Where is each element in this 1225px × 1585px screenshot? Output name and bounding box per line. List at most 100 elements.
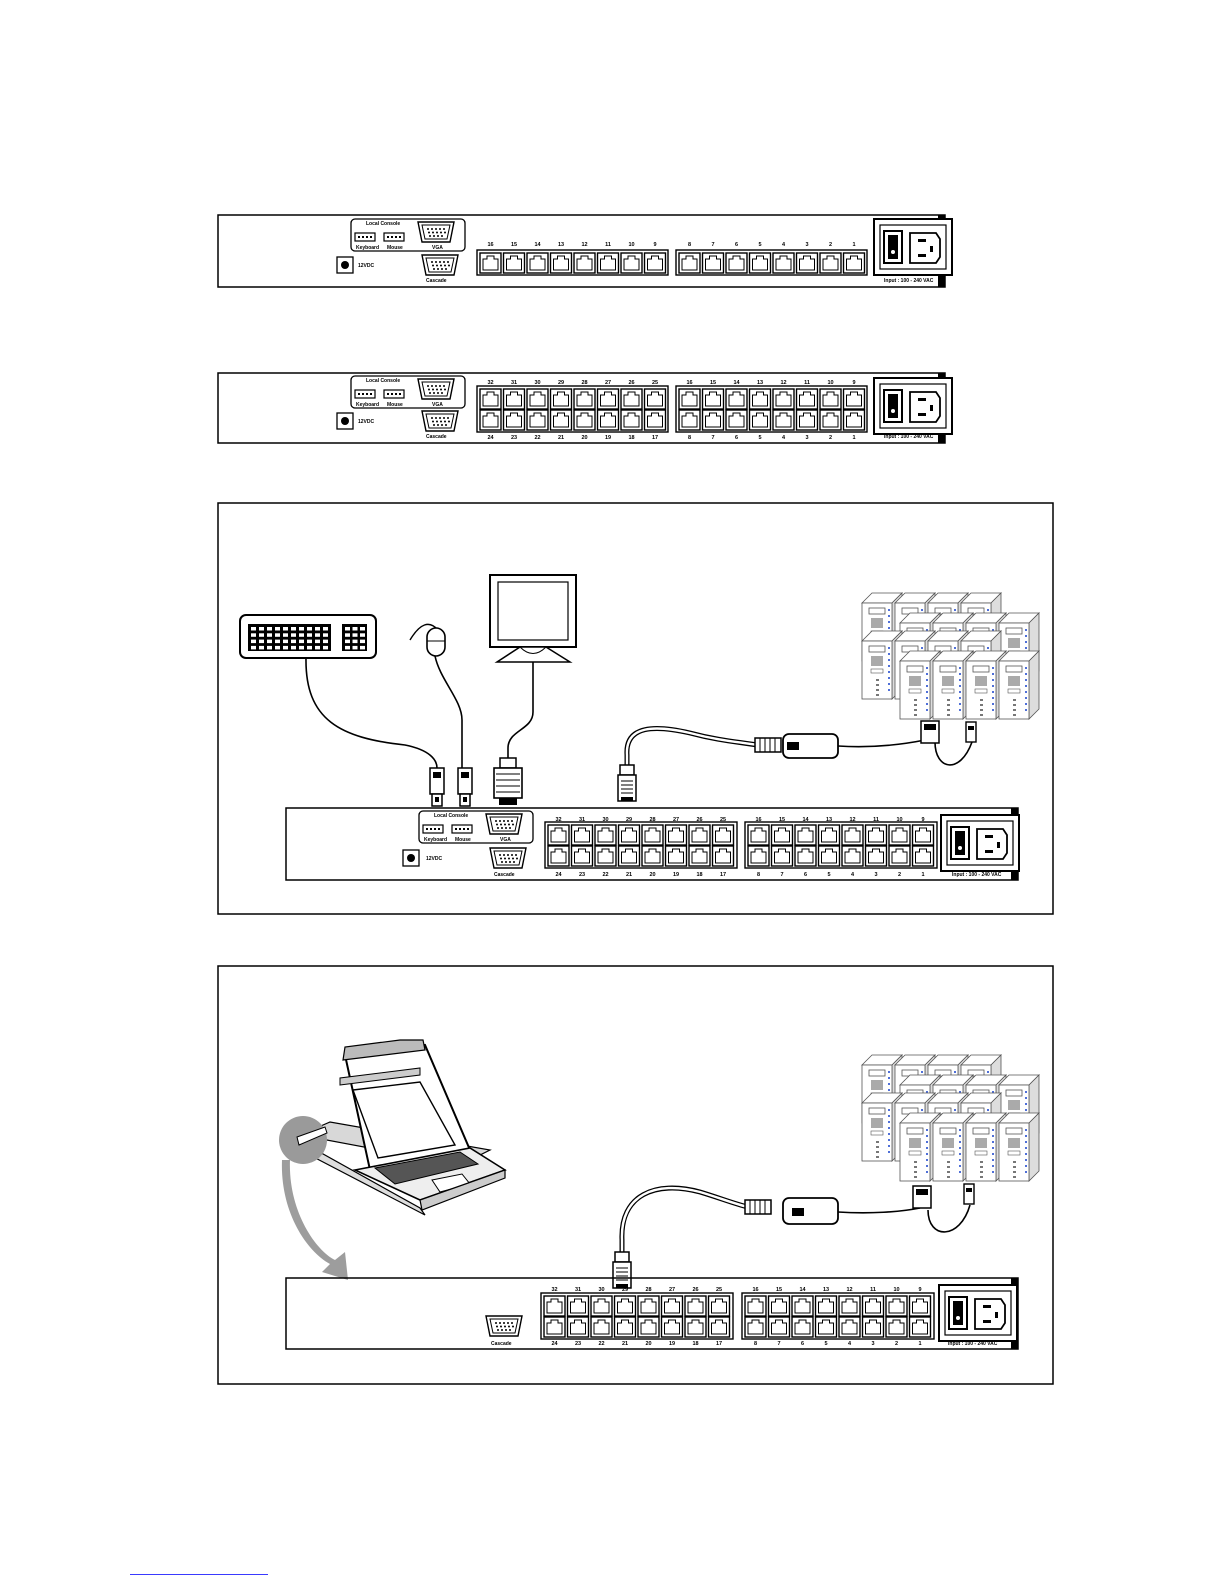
- port-number-label: 14: [802, 817, 809, 823]
- rj45-port-icon: [814, 1295, 838, 1317]
- label-local-console: Local Console: [434, 813, 468, 819]
- port-number-label: 20: [649, 872, 655, 878]
- port-number-label: 13: [823, 1287, 829, 1293]
- usb-connector-icon: [963, 1183, 975, 1205]
- port-number-label: 18: [692, 1341, 698, 1347]
- rj45-port-icon: [637, 1316, 660, 1338]
- cascade-port-icon: [421, 254, 459, 276]
- port-number-label: 16: [755, 817, 761, 823]
- port-number-label: 8: [757, 872, 760, 878]
- port-number-label: 9: [918, 1287, 921, 1293]
- rj45-port-icon: [678, 388, 701, 410]
- server-cluster-icon: [861, 592, 1040, 720]
- port-number-label: 16: [686, 380, 692, 386]
- rj45-port-icon: [748, 409, 772, 431]
- port-number-label: 2: [829, 435, 832, 441]
- rj45-port-icon: [701, 252, 725, 274]
- keyboard-port-icon: [422, 824, 444, 834]
- rj45-port-icon: [590, 1316, 613, 1338]
- port-number-label: 4: [851, 872, 855, 878]
- port-number-label: 15: [710, 380, 716, 386]
- rj45-port-icon: [707, 1316, 731, 1338]
- label-keyboard: Keyboard: [424, 837, 447, 843]
- rj45-port-icon: [819, 252, 842, 274]
- port-number-label: 25: [716, 1287, 722, 1293]
- power-inlet-icon: [938, 1284, 1018, 1342]
- rj45-port-icon: [794, 845, 817, 867]
- cpu-module-icon: [744, 1197, 839, 1225]
- port-number-label: 29: [622, 1287, 628, 1293]
- rj45-port-icon: [767, 1295, 791, 1317]
- rj45-port-icon: [842, 409, 866, 431]
- rj45-port-icon: [688, 824, 711, 846]
- port-number-label: 30: [598, 1287, 604, 1293]
- port-number-label: 6: [804, 872, 807, 878]
- port-number-label: 3: [805, 435, 808, 441]
- label-mouse: Mouse: [455, 837, 471, 843]
- rj45-port-icon: [596, 388, 620, 410]
- rotate-arrow-icon: [281, 1160, 348, 1280]
- port-number-label: 27: [605, 380, 611, 386]
- rj45-port-icon: [547, 824, 570, 846]
- cpu-module-icon: [754, 733, 839, 759]
- port-number-label: 5: [758, 435, 761, 441]
- rj45-port-icon: [684, 1316, 707, 1338]
- rj45-port-icon: [573, 252, 596, 274]
- rj45-port-icon: [570, 845, 594, 867]
- label-mouse: Mouse: [387, 245, 403, 251]
- port-number-label: 7: [780, 872, 783, 878]
- power-inlet-icon: [940, 814, 1020, 872]
- rear-panel-16-port: Local Console Keyboard Mouse VGA Cascade…: [217, 214, 953, 288]
- port-number-label: 2: [898, 872, 901, 878]
- port-number-label: 10: [827, 380, 833, 386]
- rj45-port-icon: [725, 409, 748, 431]
- port-number-label: 9: [852, 380, 855, 386]
- port-number-label: 3: [874, 872, 877, 878]
- port-number-label: 19: [605, 435, 611, 441]
- label-input-voltage: Input : 100 - 240 VAC: [952, 872, 1002, 878]
- rj45-port-icon: [613, 1295, 637, 1317]
- port-number-label: 11: [870, 1287, 876, 1293]
- port-number-label: 12: [581, 242, 587, 248]
- port-number-label: 5: [827, 872, 830, 878]
- rj45-port-icon: [842, 388, 866, 410]
- rj45-port-icon: [819, 388, 842, 410]
- rj45-port-icon: [748, 388, 772, 410]
- port-number-label: 21: [622, 1341, 628, 1347]
- port-number-label: 24: [487, 435, 494, 441]
- port-number-label: 20: [581, 435, 587, 441]
- port-number-label: 24: [551, 1341, 558, 1347]
- port-number-label: 11: [605, 242, 611, 248]
- vga-connector-icon: [912, 1185, 932, 1209]
- rj45-port-icon: [678, 252, 701, 274]
- rj45-port-icon: [664, 824, 688, 846]
- rj45-port-icon: [701, 409, 725, 431]
- dc-jack-icon: [341, 417, 349, 425]
- port-number-label: 26: [628, 380, 634, 386]
- rj45-port-icon: [596, 252, 620, 274]
- usb-plug-icon: [429, 767, 445, 807]
- port-number-label: 1: [852, 435, 855, 441]
- rj45-port-icon: [841, 824, 864, 846]
- rj45-port-icon: [549, 252, 573, 274]
- rj45-port-icon: [819, 409, 842, 431]
- rj45-port-icon: [791, 1295, 814, 1317]
- rj45-port-icon: [543, 1295, 566, 1317]
- port-number-label: 22: [602, 872, 608, 878]
- port-number-label: 31: [575, 1287, 581, 1293]
- rj45-port-icon: [817, 824, 841, 846]
- rj45-port-icon: [688, 845, 711, 867]
- rj45-port-icon: [617, 824, 641, 846]
- label-cascade: Cascade: [494, 872, 515, 878]
- rj45-port-icon: [842, 252, 866, 274]
- port-number-label: 15: [511, 242, 517, 248]
- port-number-label: 32: [555, 817, 561, 823]
- rj45-port-icon: [911, 845, 935, 867]
- label-vga: VGA: [500, 837, 511, 843]
- port-number-label: 7: [777, 1341, 780, 1347]
- port-number-label: 4: [782, 242, 786, 248]
- port-number-label: 10: [896, 817, 902, 823]
- label-dc: 12VDC: [358, 263, 375, 269]
- port-number-label: 8: [754, 1341, 757, 1347]
